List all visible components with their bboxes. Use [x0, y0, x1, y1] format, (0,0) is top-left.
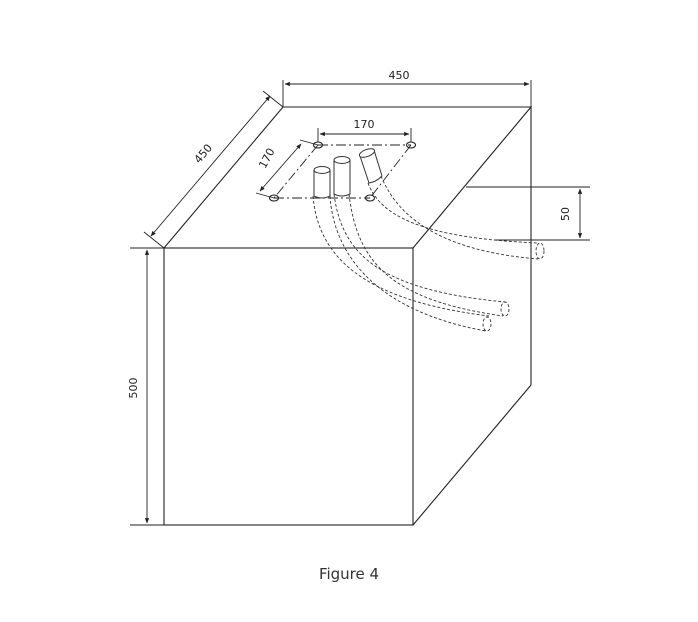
dimension-pipe-offset: 50	[466, 186, 590, 241]
pipe-stub-left	[313, 170, 331, 199]
pipe-stubs	[313, 148, 383, 199]
pipe-end-1	[482, 316, 492, 332]
front-face	[163, 247, 414, 526]
pipe-stub-right	[359, 149, 383, 184]
dim-label-pipe-offset: 50	[559, 207, 572, 221]
dimension-height: 500	[127, 247, 164, 526]
pipe-end-2	[500, 301, 510, 317]
dim-label-height: 500	[127, 378, 140, 399]
dim-label-hole-x: 170	[354, 118, 375, 131]
box-outline	[163, 106, 533, 526]
dimension-top-width: 450	[282, 69, 532, 107]
dimension-top-depth: 450	[143, 90, 284, 249]
dim-label-top-width: 450	[389, 69, 410, 82]
figure-caption: Figure 4	[318, 565, 380, 583]
hidden-pipes	[312, 175, 545, 332]
pipe-stub-middle	[333, 160, 351, 197]
hole-bottom-right	[364, 194, 376, 202]
dim-label-hole-y: 170	[256, 146, 277, 171]
dim-label-top-depth: 450	[192, 142, 215, 166]
hole-bottom-left	[268, 194, 280, 202]
pipe-end-3	[535, 242, 545, 260]
right-bottom-diagonal	[412, 384, 532, 526]
